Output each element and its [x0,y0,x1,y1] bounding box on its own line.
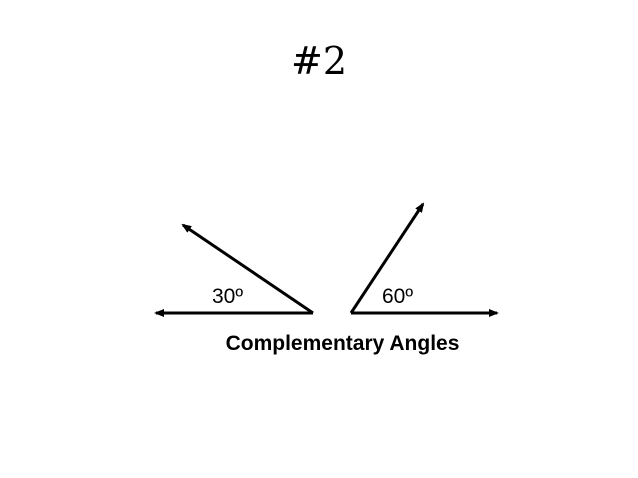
angle-60-label: 60º [382,285,414,308]
angle-60-slant-ray [349,202,425,314]
angle-30-label: 30º [212,285,244,308]
angle-30-slant-ray [181,223,314,315]
diagram-caption: Complementary Angles [225,332,460,355]
angle-60-figure [349,202,499,317]
angle-30-figure [154,223,314,317]
slide-title: #2 [290,39,348,83]
